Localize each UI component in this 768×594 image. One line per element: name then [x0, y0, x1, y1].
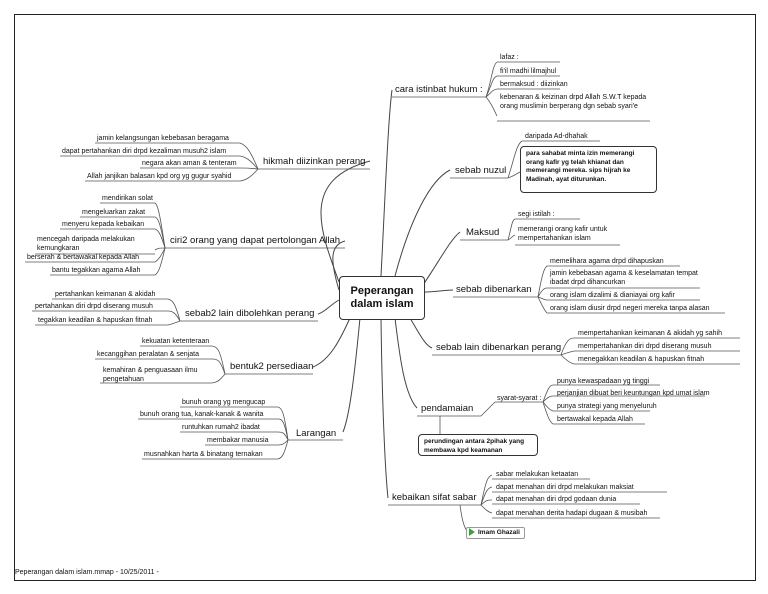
leaf-bunuh-orang-tua[interactable]: bunuh orang tua, kanak-kanak & wanita: [140, 411, 264, 418]
link-imam-ghazali[interactable]: Imam Ghazali: [466, 527, 525, 539]
leaf-perjanjian[interactable]: perjanjian dibuat beri keuntungan kpd um…: [557, 390, 710, 397]
leaf-bantu-tegakkan[interactable]: bantu tegakkan agama Allah: [52, 267, 141, 274]
branch-cara-istinbat-hukum[interactable]: cara istinbat hukum :: [395, 84, 483, 95]
leaf-membakar[interactable]: membakar manusia: [207, 437, 269, 444]
leaf-memerangi-orang-kafir[interactable]: memerangi orang kafir untuk mempertahank…: [518, 226, 608, 242]
leaf-pertahankan-diri-kezaliman[interactable]: dapat pertahankan diri drpd kezaliman mu…: [62, 148, 227, 155]
leaf-sabar-ketaatan[interactable]: sabar melakukan ketaatan: [496, 471, 579, 478]
leaf-fiil-madhi[interactable]: fi'il madhi lilmajhul: [500, 68, 557, 75]
leaf-ad-dhahak[interactable]: daripada Ad-dhahak: [525, 133, 588, 140]
leaf-kekuatan[interactable]: kekuatan ketenteraan: [142, 338, 210, 345]
leaf-menyeru[interactable]: menyeru kepada kebaikan: [62, 221, 145, 228]
leaf-dizalimi[interactable]: orang islam dizalimi & dianiayai org kaf…: [550, 292, 675, 299]
leaf-bertawakal[interactable]: bertawakal kepada Allah: [557, 416, 633, 423]
sub-syarat-syarat[interactable]: syarat-syarat :: [497, 395, 542, 402]
leaf-diusir[interactable]: orang islam diusir drpd negeri mereka ta…: [550, 305, 710, 312]
branch-sebab-lain-dibenarkan[interactable]: sebab lain dibenarkan perang: [436, 342, 562, 353]
leaf-memelihara-agama[interactable]: memelihara agama drpd dihapuskan: [550, 258, 664, 265]
leaf-mencegah[interactable]: mencegah daripada melakukan kemungkaran: [37, 236, 135, 252]
leaf-tahan-derita[interactable]: dapat menahan derita hadapi dugaan & mus…: [496, 510, 648, 517]
leaf-kemahiran[interactable]: kemahiran & penguasaan ilmu pengetahuan: [103, 367, 198, 383]
leaf-kecanggihan[interactable]: kecanggihan peralatan & senjata: [97, 351, 199, 358]
leaf-berserah[interactable]: berserah & bertawakal kepada Allah: [27, 254, 140, 261]
leaf-solat[interactable]: mendirikan solat: [102, 195, 153, 202]
branch-pendamaian[interactable]: pendamaian: [421, 403, 474, 414]
arrow-right-icon: [469, 528, 475, 537]
branch-ciri2[interactable]: ciri2 orang yang dapat pertolongan Allah: [170, 235, 341, 246]
link-imam-ghazali-label: Imam Ghazali: [478, 529, 520, 536]
branch-sebab2-lain[interactable]: sebab2 lain dibolehkan perang: [185, 308, 315, 319]
leaf-pertahankan-diri[interactable]: pertahankan diri drpd diserang musuh: [35, 303, 153, 310]
leaf-balasan-syahid[interactable]: Allah janjikan balasan kpd org yg gugur …: [87, 173, 232, 180]
leaf-bunuh-mengucap[interactable]: bunuh orang yg mengucap: [182, 399, 266, 406]
branch-hikmah[interactable]: hikmah diizinkan perang: [263, 156, 366, 167]
leaf-pertahankan-keimanan[interactable]: pertahankan keimanan & akidah: [55, 291, 156, 298]
branch-sebab-nuzul[interactable]: sebab nuzul: [455, 165, 507, 176]
branch-sebab-dibenarkan[interactable]: sebab dibenarkan: [456, 284, 532, 295]
leaf-keadilan-fitnah[interactable]: menegakkan keadilan & hapuskan fitnah: [578, 356, 705, 363]
branch-larangan[interactable]: Larangan: [296, 428, 337, 439]
leaf-runtuhkan[interactable]: runtuhkan rumah2 ibadat: [182, 424, 260, 431]
leaf-tegakkan-keadilan[interactable]: tegakkan keadilan & hapuskan fitnah: [38, 317, 153, 324]
leaf-diri-diserang[interactable]: mempertahankan diri drpd diserang musuh: [578, 343, 712, 350]
leaf-zakat[interactable]: mengeluarkan zakat: [82, 209, 146, 216]
note-sebab-nuzul[interactable]: para sahabat minta izin memerangi orang …: [520, 146, 657, 193]
leaf-kebenaran[interactable]: kebenaran & keizinan drpd Allah S.W.T ke…: [500, 94, 647, 110]
footer-text: Peperangan dalam islam.mmap - 10/25/2011…: [15, 569, 159, 576]
leaf-jamin-kebebasan[interactable]: jamin kebebasan agama & keselamatan temp…: [550, 270, 698, 286]
leaf-musnahkan[interactable]: musnahkan harta & binatang ternakan: [144, 451, 263, 458]
leaf-tahan-godaan[interactable]: dapat menahan diri drpd godaan dunia: [496, 496, 617, 503]
leaf-strategi[interactable]: punya strategi yang menyeluruh: [557, 403, 657, 410]
central-topic[interactable]: Peperangan dalam islam: [339, 276, 425, 320]
branch-bentuk2[interactable]: bentuk2 persediaan: [230, 361, 314, 372]
leaf-segi-istilah[interactable]: segi istilah :: [518, 211, 555, 218]
note-perundingan[interactable]: perundingan antara 2pihak yang membawa k…: [418, 434, 538, 456]
leaf-keimanan-akidah-sahih[interactable]: mempertahankan keimanan & akidah yg sahi…: [578, 330, 722, 337]
leaf-lafaz[interactable]: lafaz :: [500, 54, 519, 61]
leaf-tahan-maksiat[interactable]: dapat menahan diri drpd melakukan maksia…: [496, 484, 634, 491]
branch-kebaikan-sifat-sabar[interactable]: kebaikan sifat sabar: [392, 492, 477, 503]
leaf-kelangsungan-beragama[interactable]: jamin kelangsungan kebebasan beragama: [97, 135, 229, 142]
branch-maksud[interactable]: Maksud: [466, 227, 500, 238]
leaf-bermaksud[interactable]: bermaksud : diizinkan: [500, 81, 568, 88]
leaf-kewaspadaan[interactable]: punya kewaspadaan yg tinggi: [557, 378, 650, 385]
leaf-negara-aman[interactable]: negara akan aman & tenteram: [142, 160, 237, 167]
